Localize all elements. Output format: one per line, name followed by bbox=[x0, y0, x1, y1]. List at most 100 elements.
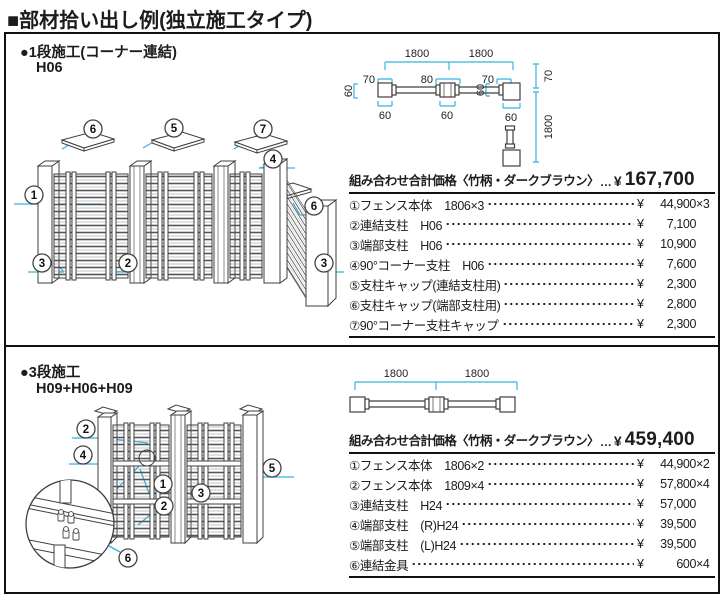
table1-currency: ¥ bbox=[613, 173, 622, 189]
price-table-1: 組み合わせ合計価格〈竹柄・ダークブラウン〉 … ¥ 167,700 ①フェンス本… bbox=[349, 166, 715, 338]
item-name: ⑤端部支柱 (L)H24 bbox=[349, 538, 457, 553]
table2-bottom-rule bbox=[349, 576, 715, 578]
post-cap-3 bbox=[233, 133, 289, 154]
dim-offset-2: 80 bbox=[421, 74, 433, 86]
item-name: ④90°コーナー支柱 H06 bbox=[349, 258, 484, 273]
end-post-right-2 bbox=[241, 410, 265, 545]
fence-structure bbox=[36, 131, 338, 308]
table2-header-label: 組み合わせ合計価格〈竹柄・ダークブラウン〉 bbox=[349, 434, 600, 448]
item-price: 57,800 bbox=[660, 477, 696, 491]
item-multiplier: ×4 bbox=[696, 477, 710, 491]
dot-leader bbox=[459, 534, 634, 554]
callout-number: 2 bbox=[161, 501, 167, 513]
currency-symbol: ¥ bbox=[637, 237, 644, 251]
item-price: 2,300 bbox=[666, 317, 697, 331]
dim-bottom-1: 60 bbox=[379, 110, 391, 122]
dim-span-1: 1800 bbox=[384, 368, 408, 380]
table-row: ④90°コーナー支柱 H06 ¥7,600 bbox=[349, 254, 715, 274]
table1-header-leader: … bbox=[599, 175, 612, 189]
item-name: ②連結支柱 H06 bbox=[349, 218, 443, 233]
currency-symbol: ¥ bbox=[637, 297, 644, 311]
item-multiplier: ×2 bbox=[696, 457, 710, 471]
dim-span-2: 1800 bbox=[465, 368, 489, 380]
item-price: 2,300 bbox=[666, 277, 697, 291]
fence-illustration-2: 2 4 1 3 2 5 6 bbox=[25, 404, 294, 569]
plan-posts-1 bbox=[377, 82, 521, 167]
dot-leader bbox=[486, 474, 634, 494]
table-row: ⑥支柱キャップ(端部支柱用)¥2,800 bbox=[349, 294, 715, 314]
dot-leader bbox=[486, 454, 634, 474]
callout-numbers-2: 2 4 1 3 2 5 6 bbox=[80, 424, 276, 565]
dot-leader bbox=[503, 294, 634, 314]
content-box bbox=[4, 32, 720, 594]
item-price: 39,500 bbox=[660, 537, 696, 551]
currency-symbol: ¥ bbox=[637, 317, 644, 331]
callout-number: 6 bbox=[311, 201, 317, 213]
plan-diagram-2: 1800 1800 bbox=[349, 368, 518, 413]
fence-panel-3 bbox=[229, 171, 263, 281]
dim-offset-3: 70 bbox=[482, 74, 494, 86]
table-row: ②連結支柱 H06¥7,100 bbox=[349, 214, 715, 234]
item-price: 44,900 bbox=[660, 457, 696, 471]
table-row: ⑥連結金具¥600×4 bbox=[349, 554, 715, 574]
table-row: ①フェンス本体 1806×3 ¥44,900×3 bbox=[349, 194, 715, 214]
item-price: 7,600 bbox=[666, 257, 697, 271]
section1-model: H06 bbox=[36, 60, 63, 76]
currency-symbol: ¥ bbox=[637, 497, 644, 511]
detail-content bbox=[26, 480, 114, 568]
item-name: ⑦90°コーナー支柱キャップ bbox=[349, 318, 499, 333]
table-row: ②フェンス本体 1809×4 ¥57,800×4 bbox=[349, 474, 715, 494]
item-multiplier: ×3 bbox=[696, 197, 710, 211]
price-table-2: 組み合わせ合計価格〈竹柄・ダークブラウン〉 … ¥ 459,400 ①フェンス本… bbox=[349, 426, 715, 578]
fence-panel-2 bbox=[145, 171, 213, 281]
callout-number: 4 bbox=[270, 154, 277, 166]
currency-symbol: ¥ bbox=[637, 257, 644, 271]
item-name: ③連結支柱 H24 bbox=[349, 498, 443, 513]
callout-number: 5 bbox=[269, 463, 276, 475]
callout-number: 1 bbox=[31, 190, 38, 202]
dot-leader bbox=[486, 254, 634, 274]
plan-diagram-1: 1800 1800 70 80 70 60 60 60 60 60 70 180… bbox=[343, 48, 555, 167]
item-price: 44,900 bbox=[660, 197, 696, 211]
fence-panel-2-2 bbox=[186, 422, 242, 540]
dimension-labels-1: 1800 1800 70 80 70 60 60 60 60 60 70 180… bbox=[343, 48, 555, 139]
dim-offset-1: 70 bbox=[363, 74, 375, 86]
item-multiplier: ×4 bbox=[696, 557, 710, 571]
item-name: ⑤支柱キャップ(連結支柱用) bbox=[349, 278, 501, 293]
return-panel bbox=[286, 178, 309, 303]
focus-circle bbox=[138, 449, 156, 467]
dim-span-1: 1800 bbox=[405, 48, 429, 60]
dot-leader bbox=[411, 554, 634, 574]
item-name: ④端部支柱 (R)H24 bbox=[349, 518, 459, 533]
currency-symbol: ¥ bbox=[637, 197, 644, 211]
currency-symbol: ¥ bbox=[637, 217, 644, 231]
dot-leader bbox=[461, 514, 634, 534]
dot-leader bbox=[503, 274, 634, 294]
currency-symbol: ¥ bbox=[637, 537, 644, 551]
dim-right-top: 70 bbox=[543, 70, 555, 82]
currency-symbol: ¥ bbox=[637, 477, 644, 491]
item-name: ①フェンス本体 1806×3 bbox=[349, 198, 484, 213]
section2-model: H09+H06+H09 bbox=[36, 381, 133, 397]
item-price: 2,800 bbox=[666, 297, 697, 311]
table1-header-label: 組み合わせ合計価格〈竹柄・ダークブラウン〉 bbox=[349, 174, 600, 188]
callouts-1 bbox=[24, 118, 334, 273]
dimension-labels-2: 1800 1800 bbox=[384, 368, 489, 380]
post-cap-2 bbox=[150, 131, 206, 152]
table1-total: 167,700 bbox=[624, 169, 695, 190]
dot-leader bbox=[501, 314, 634, 334]
callout-number: 2 bbox=[125, 258, 131, 270]
dim-mid: 60 bbox=[475, 84, 487, 96]
table-row: ⑤端部支柱 (L)H24 ¥39,500 bbox=[349, 534, 715, 554]
section1-label: ●1段施工(コーナー連結) bbox=[20, 45, 177, 61]
item-name: ②フェンス本体 1809×4 bbox=[349, 478, 484, 493]
dim-span-2: 1800 bbox=[469, 48, 493, 60]
table1-bottom-rule bbox=[349, 336, 715, 338]
callout-number: 7 bbox=[260, 124, 266, 136]
dot-leader bbox=[445, 494, 634, 514]
dimension-lines-1 bbox=[353, 61, 539, 163]
dot-leader bbox=[445, 234, 634, 254]
fence-illustration-1: 6 5 7 4 1 6 3 2 3 bbox=[14, 118, 344, 308]
table2-header: 組み合わせ合計価格〈竹柄・ダークブラウン〉 … ¥ 459,400 bbox=[349, 426, 715, 454]
